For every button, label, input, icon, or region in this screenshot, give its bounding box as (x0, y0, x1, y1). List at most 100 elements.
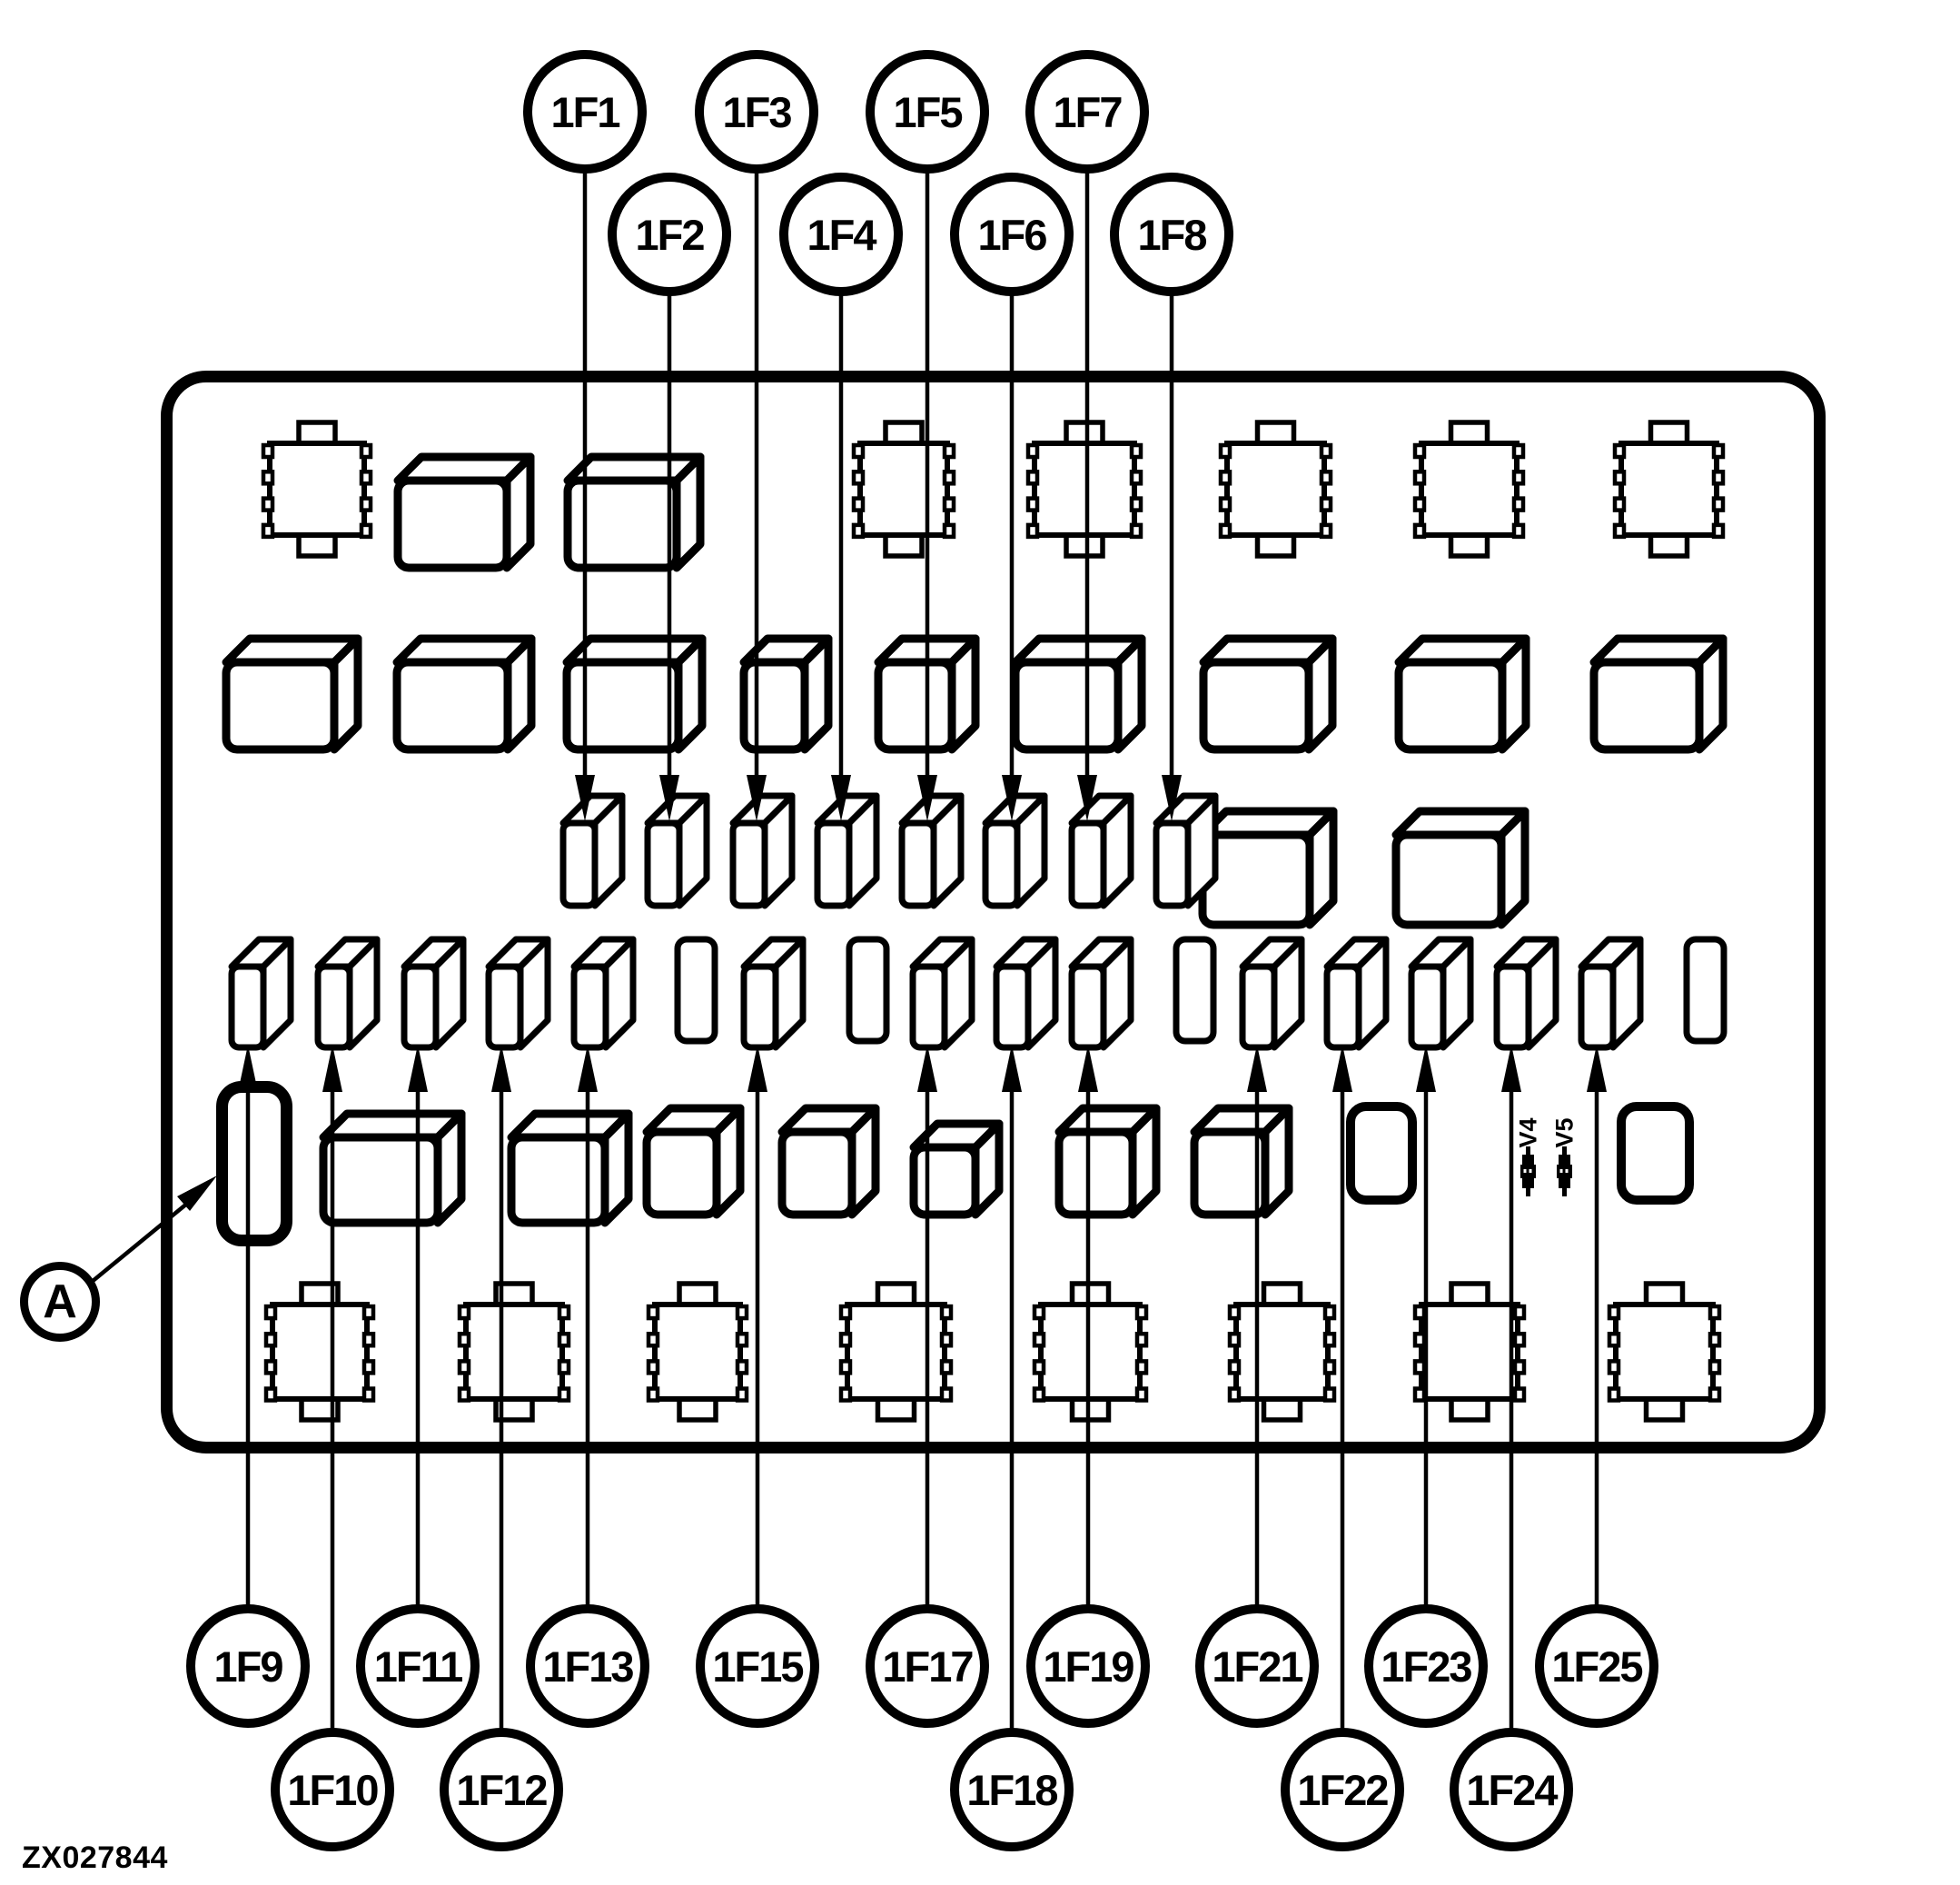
callout-arrow-1f5 (917, 112, 937, 821)
callout-arrow-1f3 (747, 112, 767, 821)
mini-fuse (909, 936, 975, 1051)
callout-1f11: 1F11 (356, 1604, 480, 1728)
connector-socket (1612, 420, 1726, 559)
mini-fuse (1408, 936, 1474, 1051)
callout-1f13: 1F13 (526, 1604, 649, 1728)
mini-fuse (644, 792, 710, 909)
rounded-module (1617, 1102, 1694, 1205)
callout-arrow-1f12 (491, 1045, 511, 1790)
relay-cube (642, 1104, 745, 1219)
diode-v4-symbol (1520, 1146, 1536, 1196)
relay-cube (1394, 634, 1530, 754)
mini-fuse (1239, 936, 1305, 1051)
mini-fuse (740, 936, 807, 1051)
mini-fuse (898, 792, 965, 909)
callout-1f1: 1F1 (523, 50, 647, 174)
mini-fuse (1493, 936, 1559, 1051)
connector-socket (1032, 1281, 1149, 1423)
callout-1f19: 1F19 (1026, 1604, 1150, 1728)
panel-a-module (216, 1081, 292, 1246)
relay-cube (1011, 634, 1146, 754)
mini-fuse (314, 936, 381, 1051)
callout-arrow-1f19 (1078, 1045, 1098, 1666)
connector-socket (1412, 420, 1526, 559)
fuse-slot (674, 936, 718, 1045)
mini-fuse (401, 936, 467, 1051)
connector-socket (1218, 420, 1333, 559)
callout-1f8: 1F8 (1110, 173, 1233, 296)
callout-1f3: 1F3 (695, 50, 818, 174)
mini-fuse (1068, 936, 1134, 1051)
callout-1f7: 1F7 (1025, 50, 1149, 174)
fuse-slot (1683, 936, 1727, 1045)
callout-1f23: 1F23 (1364, 1604, 1488, 1728)
relay-cube (392, 634, 536, 754)
relay-cube (1199, 634, 1337, 754)
callout-1f6: 1F6 (950, 173, 1074, 296)
relay-cube (1198, 807, 1338, 929)
mini-fuse (982, 792, 1048, 909)
callout-arrow-1f8 (1162, 234, 1182, 821)
callout-arrow-1f11 (408, 1045, 428, 1666)
relay-cube (1190, 1104, 1293, 1219)
callout-1f17: 1F17 (866, 1604, 989, 1728)
diode-v4-label: V4 (1514, 1117, 1542, 1148)
mini-fuse (570, 936, 637, 1051)
callout-arrow-1f6 (1002, 234, 1022, 821)
callout-arrow-1f18 (1002, 1045, 1022, 1790)
connector-socket (1412, 1281, 1527, 1423)
relay-cube (222, 634, 362, 754)
callout-1f22: 1F22 (1281, 1728, 1404, 1851)
mini-fuse (485, 936, 551, 1051)
callout-1f18: 1F18 (950, 1728, 1074, 1851)
relay-cube (739, 634, 833, 754)
connector-socket (646, 1281, 749, 1423)
callout-1f21: 1F21 (1195, 1604, 1319, 1728)
relay-cube (319, 1109, 466, 1227)
mini-fuse (814, 792, 880, 909)
mini-fuse (228, 936, 294, 1051)
callout-arrow-1f10 (322, 1045, 342, 1790)
callout-arrow-1f17 (917, 1045, 937, 1666)
callout-arrow-1f4 (831, 234, 851, 821)
relay-cube (562, 634, 707, 754)
relay-cube (1391, 807, 1529, 929)
callout-1f24: 1F24 (1450, 1728, 1573, 1851)
mini-fuse (559, 792, 626, 909)
relay-cube (1054, 1104, 1161, 1219)
callout-1f25: 1F25 (1535, 1604, 1658, 1728)
callout-arrow-1f21 (1247, 1045, 1267, 1666)
callout-arrow-1f1 (575, 112, 595, 821)
connector-socket (1025, 420, 1143, 559)
mini-fuse (1068, 792, 1134, 909)
callout-arrow-1f25 (1587, 1045, 1607, 1666)
callout-arrow-1f7 (1077, 112, 1097, 821)
callout-arrow-1f2 (659, 234, 679, 821)
rounded-module (1346, 1102, 1417, 1205)
callout-arrow-1f15 (747, 1045, 767, 1666)
connector-socket (1607, 1281, 1722, 1423)
figure-id: ZX027844 (22, 1840, 168, 1875)
callout-1f10: 1F10 (271, 1728, 394, 1851)
connector-socket (261, 420, 373, 559)
relay-cube (563, 452, 705, 572)
callout-arrow-1f9 (238, 1045, 258, 1666)
connector-socket (851, 420, 956, 559)
callout-1f5: 1F5 (866, 50, 989, 174)
callout-1f9: 1F9 (186, 1604, 310, 1728)
connector-socket (457, 1281, 571, 1423)
diode-v5-label: V5 (1550, 1117, 1579, 1148)
callout-arrow-1f13 (578, 1045, 598, 1666)
callout-a: A (20, 1262, 100, 1342)
relay-cube (393, 452, 535, 572)
relay-cube (1589, 634, 1727, 754)
relay-cube (507, 1109, 633, 1227)
callout-arrow-1f22 (1332, 1045, 1352, 1790)
callout-1f15: 1F15 (696, 1604, 819, 1728)
fuse-slot (846, 936, 890, 1045)
connector-socket (1227, 1281, 1337, 1423)
